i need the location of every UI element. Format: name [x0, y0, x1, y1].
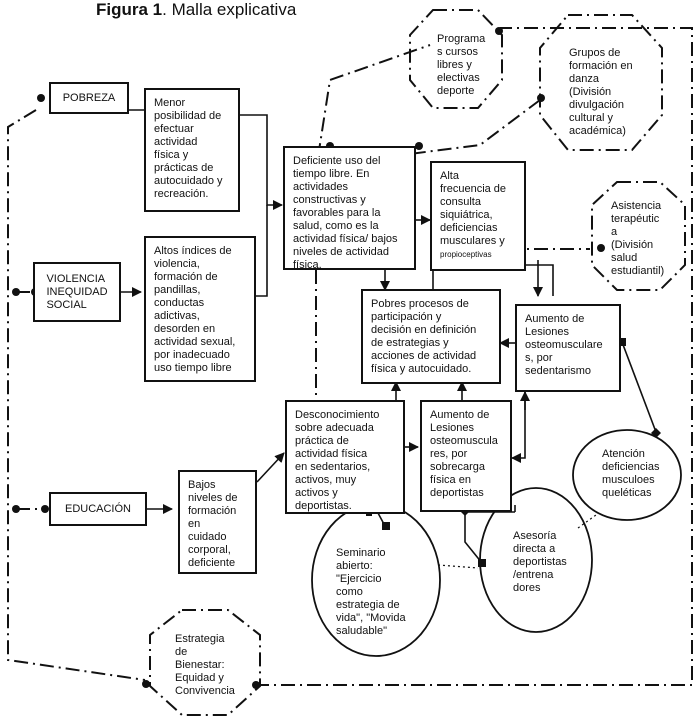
link-programas-deficiente — [317, 44, 431, 158]
box-alta-frecuencia: Alta frecuencia de consulta siquiátrica,… — [430, 161, 526, 271]
box-pobres-procesos: Pobres procesos de participación y decis… — [361, 289, 501, 384]
octagon-asistencia — [591, 181, 686, 291]
dot — [41, 505, 49, 513]
strategy-asesoria: Asesoría directa a deportistas /entrena … — [513, 529, 567, 594]
dot — [415, 142, 423, 150]
cause-violencia: VIOLENCIA INEQUIDAD SOCIAL — [33, 262, 121, 322]
strategy-asistencia: Asistencia terapéutic a (División salud … — [611, 200, 665, 277]
dot — [12, 505, 20, 513]
strategy-estrategia-bienestar: Estrategia de Bienestar: Equidad y Convi… — [175, 632, 235, 697]
box-desconocimiento: Desconocimiento sobre adecuada práctica … — [285, 400, 405, 514]
cause-educacion-label: EDUCACIÓN — [64, 502, 131, 515]
link-grupos-deficiente — [385, 99, 541, 158]
link-seminario-asesoria — [437, 564, 479, 569]
figure-number: Figura 1 — [96, 0, 163, 19]
figure-title: Figura 1. Malla explicativa — [96, 0, 296, 20]
box-aumento-sobrecarga: Aumento de Lesiones osteomuscula res, po… — [420, 400, 512, 512]
diamond-marker — [651, 428, 661, 438]
connector-sedentarismo-sobrecarga — [511, 390, 526, 463]
dot — [142, 680, 150, 688]
dot — [495, 27, 503, 35]
box-deficiente-uso: Deficiente uso del tiempo libre. En acti… — [283, 146, 416, 271]
figure-caption: . Malla explicativa — [162, 0, 297, 19]
dot — [37, 94, 45, 102]
cause-educacion: EDUCACIÓN — [49, 492, 147, 526]
dot — [597, 244, 605, 252]
strategy-programas: Programa s cursos libres y electivas dep… — [437, 32, 486, 97]
box-aumento-sedentarismo: Aumento de Lesiones osteomusculare s, po… — [515, 304, 621, 392]
connector-aumento-atencion — [621, 341, 657, 433]
octagon-programas — [409, 9, 503, 109]
alta-frecuencia-small-text: propioceptivas — [440, 250, 492, 259]
frame-bottom — [255, 27, 693, 686]
strategy-atencion: Atención deficiencias musculoes quelétic… — [602, 448, 660, 499]
box-altos-indices: Altos índices de violencia, formación de… — [144, 236, 256, 382]
connector-sobrecarga-asesoria — [464, 512, 483, 564]
box-menor-posibilidad: Menor posibilidad de efectuar actividad … — [144, 88, 240, 212]
square-marker — [618, 338, 626, 346]
octagon-grupos-danza — [539, 14, 663, 151]
alta-frecuencia-text: Alta frecuencia de consulta siquiátrica,… — [440, 170, 507, 247]
cause-pobreza: POBREZA — [49, 82, 129, 114]
square-marker — [478, 559, 486, 567]
cause-violencia-label: VIOLENCIA INEQUIDAD SOCIAL — [46, 272, 108, 311]
link-asesoria-atencion — [577, 514, 597, 529]
dot — [252, 681, 260, 689]
dot — [12, 288, 20, 296]
box-bajos-niveles: Bajos niveles de formación en cuidado co… — [178, 470, 257, 574]
ellipse-atencion — [572, 429, 682, 521]
strategy-grupos-danza: Grupos de formación en danza (División d… — [569, 46, 633, 137]
cause-pobreza-label: POBREZA — [62, 91, 116, 104]
strategy-seminario: Seminario abierto: "Ejercicio como estra… — [336, 546, 406, 637]
connector-altos-deficiente — [255, 205, 268, 297]
frame-left — [7, 109, 146, 681]
connector-menor-deficiente — [240, 114, 283, 210]
square-marker — [382, 522, 390, 530]
octagon-estrategia — [149, 609, 261, 716]
connector-bajos-desconocimiento — [256, 452, 285, 483]
dot — [537, 94, 545, 102]
